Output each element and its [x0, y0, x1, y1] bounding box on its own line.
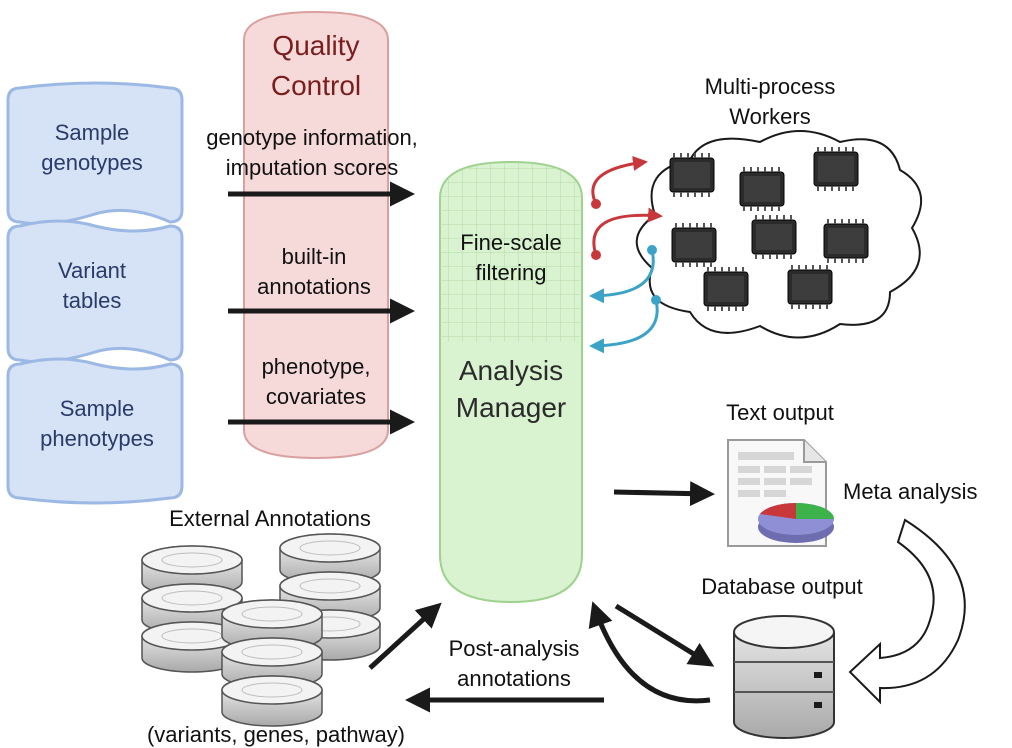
red-arrow-1: [591, 156, 648, 205]
database-output-icon: [733, 615, 835, 739]
text-output-label: Text output: [726, 400, 834, 425]
database-output-label: Database output: [701, 574, 863, 599]
meta-analysis-label: Meta analysis: [843, 479, 978, 504]
input-phenotypes-shape: [6, 357, 184, 505]
meta-analysis-arrow: [848, 518, 966, 705]
arrow-to-database: [614, 603, 715, 667]
red-arrow-2: [592, 207, 663, 256]
external-db-stack-front: [221, 599, 323, 727]
filtering-grid: [440, 162, 582, 342]
external-annotations-title: External Annotations: [169, 506, 371, 531]
arrow-to-text-output: [613, 481, 715, 507]
genotype-info-label: genotype information,imputation scores: [206, 125, 418, 180]
arrow-external-in: [368, 602, 442, 670]
external-annotations-caption: (variants, genes, pathway): [146, 722, 406, 747]
phenotype-label: phenotype,covariates: [261, 354, 371, 409]
text-output-document: [727, 439, 834, 547]
arrow-database-return: [588, 601, 711, 704]
quality-control-shape: [243, 10, 389, 460]
blue-arrow-2: [589, 299, 659, 354]
blue-arrow-1: [589, 249, 655, 304]
